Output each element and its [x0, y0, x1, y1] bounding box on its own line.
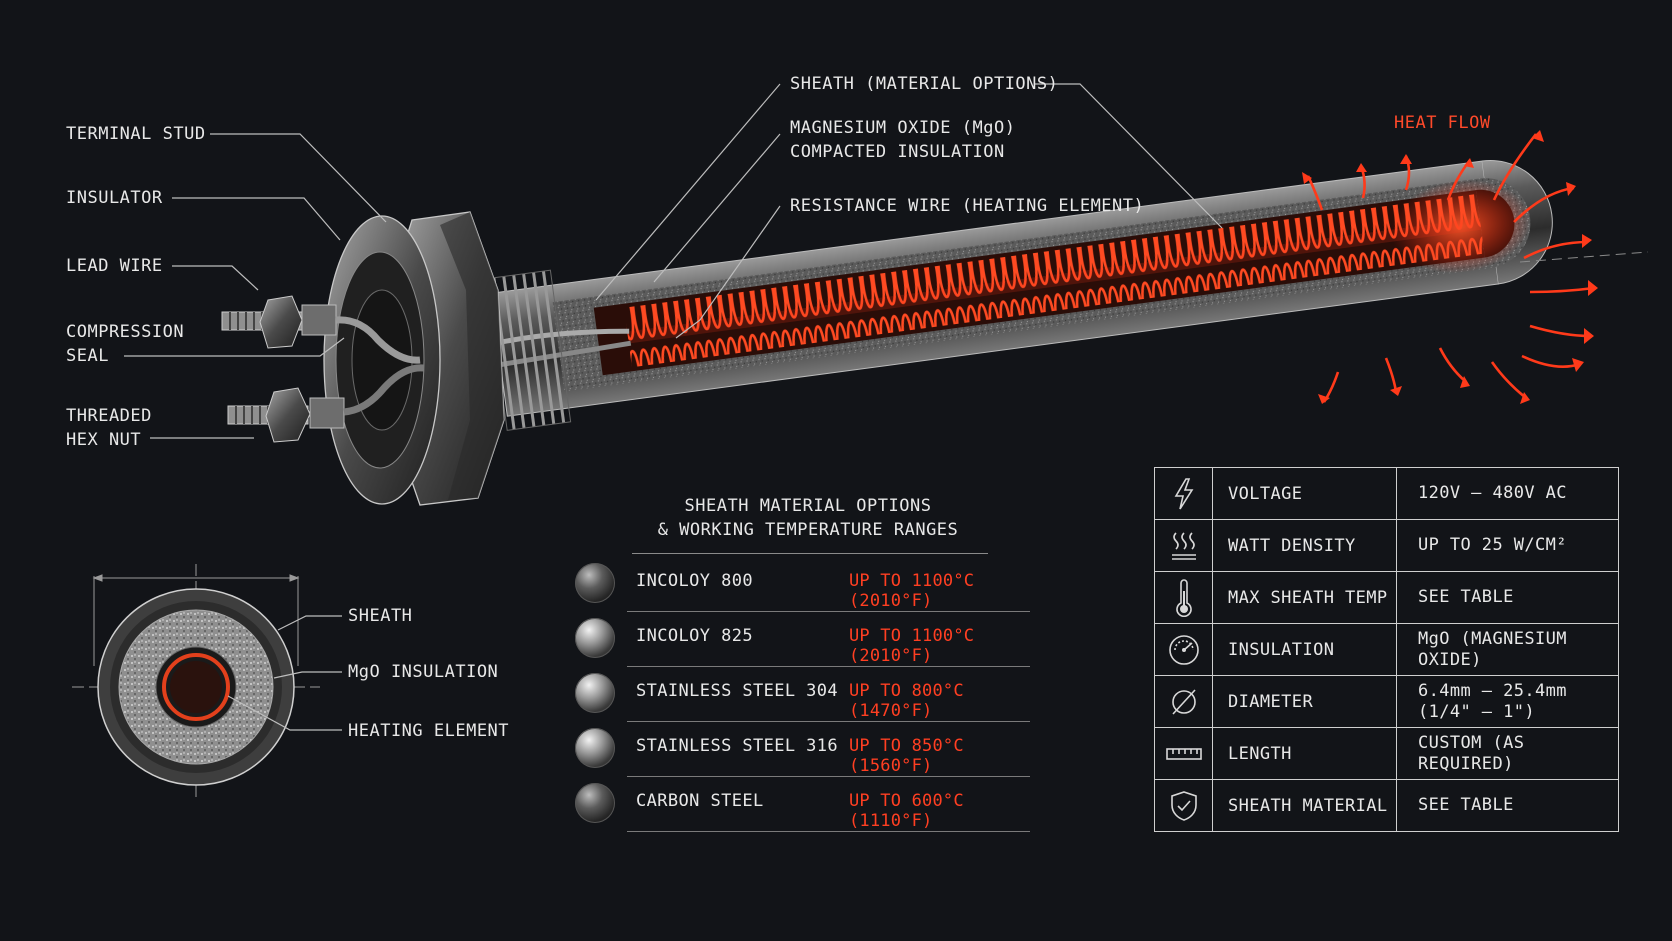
material-name: INCOLOY 800 [636, 571, 753, 591]
hex-fitting [323, 211, 505, 506]
cross-section-label-element: HEATING ELEMENT [348, 721, 510, 741]
material-name: INCOLOY 825 [636, 626, 753, 646]
material-temp: UP TO 600°C (1110°F) [849, 791, 964, 831]
spec-value-line2: (1/4" – 1") [1418, 701, 1535, 722]
diameter-icon [1154, 675, 1213, 728]
row-divider [627, 831, 1030, 832]
callout-threaded-hex-nut-line2: HEX NUT [66, 430, 142, 450]
material-row: STAINLESS STEEL 304 UP TO 800°C (1470°F) [572, 668, 1030, 722]
cross-section-label-insulation: MgO INSULATION [348, 662, 499, 682]
spec-value: CUSTOM (AS REQUIRED) [1396, 727, 1619, 780]
callout-mgo-line2: COMPACTED INSULATION [790, 142, 1005, 162]
spec-row: LENGTH CUSTOM (AS REQUIRED) [1154, 727, 1619, 780]
spec-table: VOLTAGE 120V – 480V AC WATT DENSITY UP T… [1154, 467, 1619, 832]
spec-value: MgO (MAGNESIUM OXIDE) [1396, 623, 1619, 676]
spec-value: 120V – 480V AC [1396, 467, 1619, 520]
callout-mgo-line1: MAGNESIUM OXIDE (MgO) [790, 118, 1016, 138]
materials-title-line1: SHEATH MATERIAL OPTIONS [684, 496, 932, 516]
callout-heat-flow: HEAT FLOW [1394, 113, 1491, 133]
spec-row: SHEATH MATERIAL SEE TABLE [1154, 779, 1619, 832]
spec-label: LENGTH [1212, 727, 1397, 780]
spec-label: MAX SHEATH TEMP [1212, 571, 1397, 624]
row-divider [627, 721, 1030, 722]
materials-title-divider [632, 553, 988, 554]
terminal-studs [221, 295, 425, 443]
callout-compression-seal-line2: SEAL [66, 346, 109, 366]
row-divider [627, 776, 1030, 777]
callout-terminal-stud: TERMINAL STUD [66, 124, 206, 144]
spec-label: VOLTAGE [1212, 467, 1397, 520]
row-divider [627, 666, 1030, 667]
spec-row: VOLTAGE 120V – 480V AC [1154, 467, 1619, 520]
gauge-icon [1154, 623, 1213, 676]
callout-lead-wire: LEAD WIRE [66, 256, 163, 276]
materials-title: SHEATH MATERIAL OPTIONS & WORKING TEMPER… [612, 494, 1004, 542]
material-temp: UP TO 1100°C (2010°F) [849, 626, 975, 666]
material-swatch-icon [575, 618, 615, 658]
thermometer-icon [1154, 571, 1213, 624]
material-name: STAINLESS STEEL 316 [636, 736, 839, 756]
material-row: STAINLESS STEEL 316 UP TO 850°C (1560°F) [572, 723, 1030, 777]
spec-row: DIAMETER 6.4mm – 25.4mm (1/4" – 1") [1154, 675, 1619, 728]
material-temp: UP TO 800°C (1470°F) [849, 681, 964, 721]
spec-label: INSULATION [1212, 623, 1397, 676]
ruler-icon [1154, 727, 1213, 780]
material-row: INCOLOY 800 UP TO 1100°C (2010°F) [572, 558, 1030, 612]
material-swatch-icon [575, 673, 615, 713]
callout-resistance-wire: RESISTANCE WIRE (HEATING ELEMENT) [790, 196, 1145, 216]
spec-value: 6.4mm – 25.4mm (1/4" – 1") [1396, 675, 1619, 728]
spec-label: SHEATH MATERIAL [1212, 779, 1397, 832]
callout-compression-seal-line1: COMPRESSION [66, 322, 185, 342]
lightning-icon [1154, 467, 1213, 520]
heat-waves-icon [1154, 519, 1213, 572]
spec-row: WATT DENSITY UP TO 25 W/CM² [1154, 519, 1619, 572]
spec-label: DIAMETER [1212, 675, 1397, 728]
material-swatch-icon [575, 728, 615, 768]
material-name: CARBON STEEL [636, 791, 764, 811]
callout-insulator: INSULATOR [66, 188, 163, 208]
spec-label: WATT DENSITY [1212, 519, 1397, 572]
material-temp: UP TO 850°C (1560°F) [849, 736, 964, 776]
callout-threaded-hex-nut-line1: THREADED [66, 406, 152, 426]
material-temp: UP TO 1100°C (2010°F) [849, 571, 975, 611]
shield-check-icon [1154, 779, 1213, 832]
spec-value: SEE TABLE [1396, 571, 1619, 624]
material-swatch-icon [575, 783, 615, 823]
spec-value: UP TO 25 W/CM² [1396, 519, 1619, 572]
cross-section-label-sheath: SHEATH [348, 606, 413, 626]
material-swatch-icon [575, 563, 615, 603]
spec-value-line1: 6.4mm – 25.4mm [1418, 680, 1567, 701]
cross-section-diagram [72, 564, 342, 798]
leader-lines [124, 83, 1223, 439]
callout-sheath: SHEATH (MATERIAL OPTIONS) [790, 74, 1059, 94]
material-name: STAINLESS STEEL 304 [636, 681, 839, 701]
materials-title-line2: & WORKING TEMPERATURE RANGES [657, 520, 959, 540]
spec-value: SEE TABLE [1396, 779, 1619, 832]
spec-row: MAX SHEATH TEMP SEE TABLE [1154, 571, 1619, 624]
material-row: CARBON STEEL UP TO 600°C (1110°F) [572, 778, 1030, 832]
spec-row: INSULATION MgO (MAGNESIUM OXIDE) [1154, 623, 1619, 676]
material-row: INCOLOY 825 UP TO 1100°C (2010°F) [572, 613, 1030, 667]
row-divider [627, 611, 1030, 612]
